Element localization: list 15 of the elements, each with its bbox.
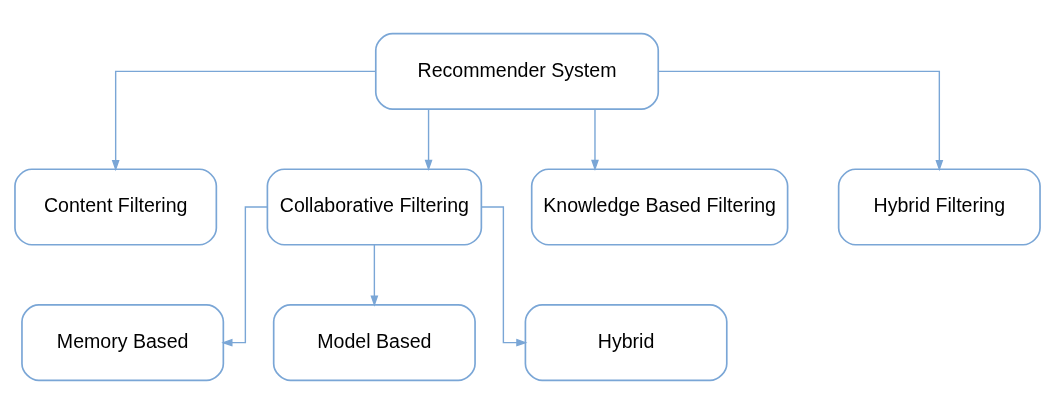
arrow — [480, 205, 528, 347]
arrow — [658, 70, 944, 171]
arrow — [591, 107, 599, 171]
node-box: Collaborative Filtering — [266, 167, 483, 246]
node-box: Hybrid Filtering — [837, 167, 1041, 246]
node-box: Memory Based — [21, 303, 225, 381]
arrow — [370, 243, 379, 307]
node-box: Hybrid — [524, 303, 728, 381]
node-box: Knowledge Based Filtering — [530, 167, 789, 246]
arrow — [221, 205, 268, 347]
arrow — [424, 107, 433, 171]
node-box: Recommender System — [374, 32, 660, 110]
node-box: Content Filtering — [14, 167, 218, 246]
arrow — [111, 70, 377, 171]
node-box: Model Based — [272, 303, 476, 381]
